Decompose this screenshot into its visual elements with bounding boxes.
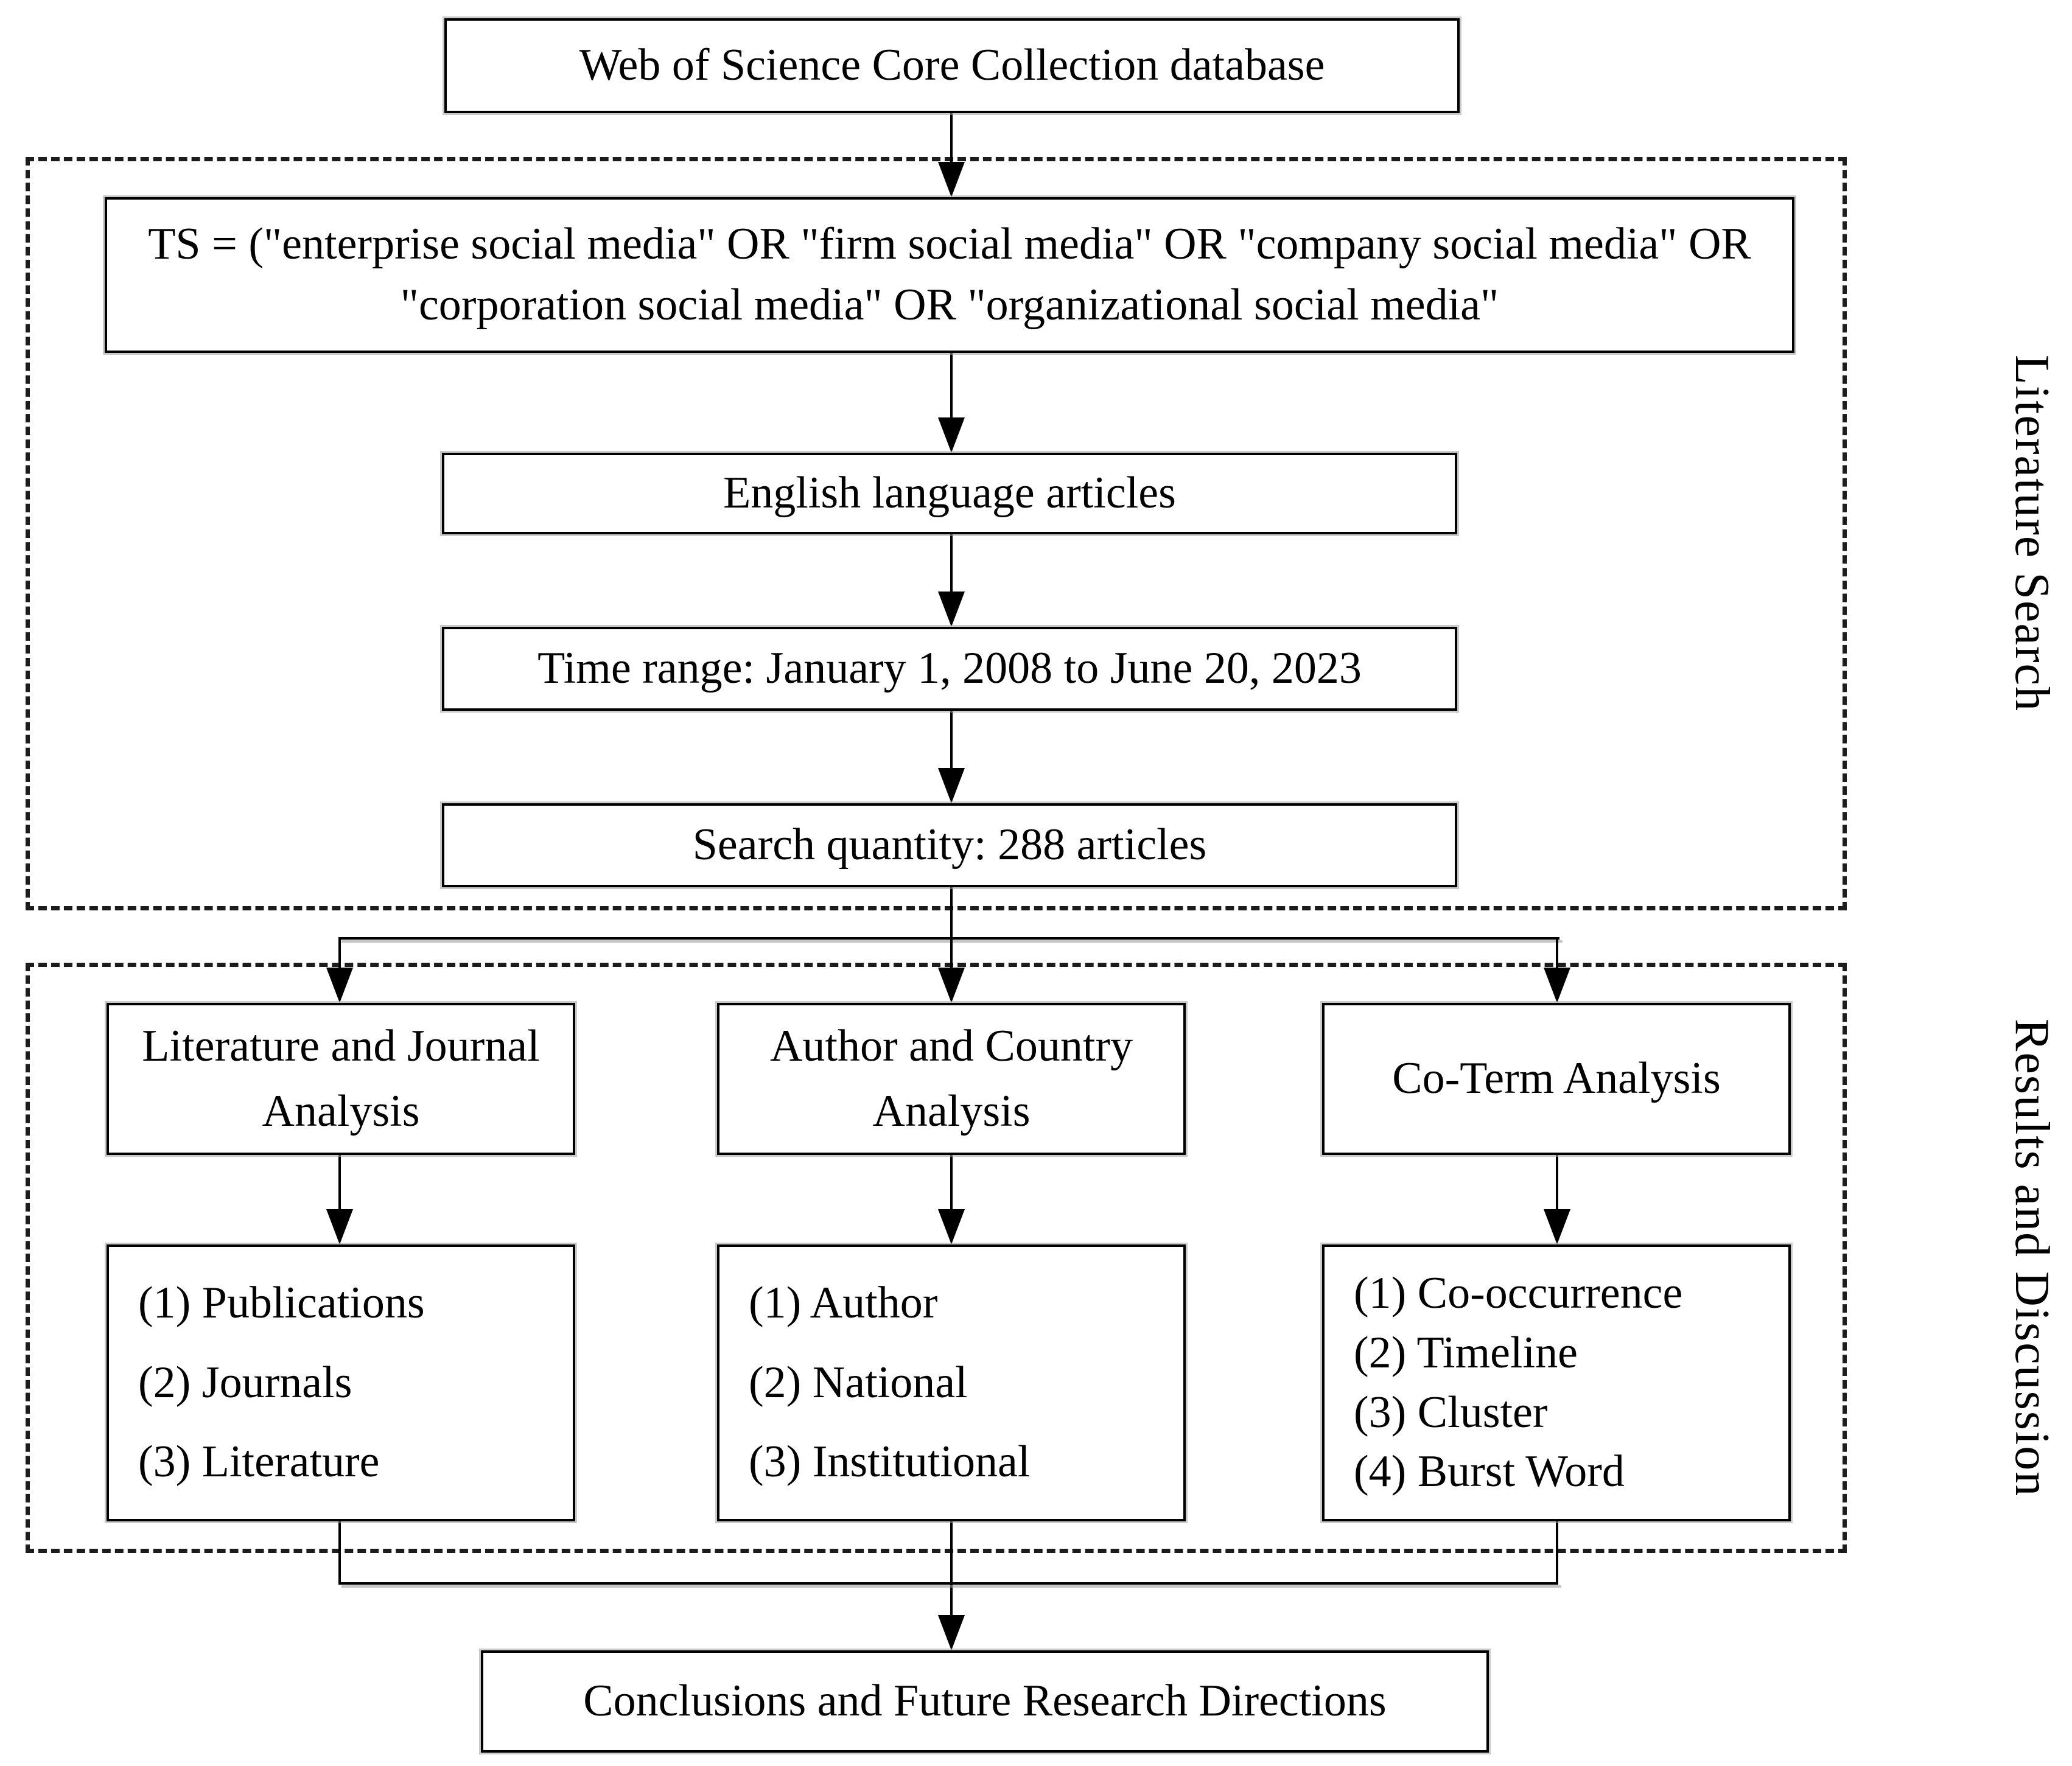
connector-line (950, 353, 953, 419)
database-box: Web of Science Core Collection database (444, 18, 1460, 113)
column-list-author-country: (1) Author (2) National (3) Institutiona… (717, 1244, 1186, 1521)
merge-line (338, 1582, 1558, 1585)
conclusion-box: Conclusions and Future Research Directio… (481, 1650, 1489, 1753)
connector-line (950, 937, 953, 969)
list-item: (2) National (749, 1357, 968, 1408)
search-query-label: TS = ("enterprise social media" OR "firm… (148, 219, 1751, 330)
conclusion-label: Conclusions and Future Research Directio… (583, 1676, 1387, 1726)
column-list-co-term: (1) Co-occurrence (2) Timeline (3) Clust… (1322, 1244, 1791, 1521)
list-item: (3) Institutional (749, 1437, 1031, 1487)
column-header-label: Co-Term Analysis (1392, 1053, 1721, 1104)
column-header-co-term-analysis: Co-Term Analysis (1322, 1003, 1791, 1155)
list-item: (2) Journals (138, 1357, 352, 1408)
connector-line (338, 937, 341, 969)
column-header-author-country-analysis: Author and Country Analysis (717, 1003, 1186, 1155)
connector-line (338, 1521, 341, 1585)
connector-line (950, 534, 953, 593)
time-range-box: Time range: January 1, 2008 to June 20, … (442, 627, 1457, 711)
database-label: Web of Science Core Collection database (579, 40, 1325, 91)
connector-line (950, 1155, 953, 1210)
arrowhead-down-icon (938, 768, 965, 803)
connector-line (1556, 1521, 1558, 1585)
column-header-label: Literature and Journal Analysis (142, 1021, 540, 1136)
connector-line (950, 1521, 953, 1616)
results-discussion-frame (26, 963, 1847, 1553)
time-range-label: Time range: January 1, 2008 to June 20, … (537, 643, 1362, 694)
arrowhead-down-icon (1544, 968, 1570, 1003)
list-item: (3) Cluster (1354, 1387, 1548, 1437)
connector-line (950, 711, 953, 769)
list-item: (1) Author (749, 1278, 938, 1328)
language-filter-label: English language articles (723, 468, 1176, 518)
connector-line (1556, 937, 1558, 969)
list-item: (1) Publications (138, 1278, 425, 1328)
list-item: (4) Burst Word (1354, 1447, 1625, 1497)
arrowhead-down-icon (938, 1615, 965, 1650)
arrowhead-down-icon (938, 592, 965, 627)
search-quantity-box: Search quantity: 288 articles (442, 803, 1457, 887)
search-query-box: TS = ("enterprise social media" OR "firm… (105, 197, 1794, 353)
section-label-results-discussion: Results and Discussion (2005, 1018, 2059, 1498)
list-item: (1) Co-occurrence (1354, 1268, 1683, 1319)
column-header-label: Author and Country Analysis (769, 1021, 1133, 1136)
list-item: (3) Literature (138, 1437, 380, 1487)
connector-line (338, 1155, 341, 1210)
arrowhead-down-icon (326, 1209, 353, 1244)
arrowhead-down-icon (938, 968, 965, 1003)
connector-line (1556, 1155, 1558, 1210)
arrowhead-down-icon (1544, 1209, 1570, 1244)
column-list-literature-journal: (1) Publications (2) Journals (3) Litera… (107, 1244, 575, 1521)
connector-line (950, 113, 953, 163)
connector-line (950, 887, 953, 938)
arrowhead-down-icon (326, 968, 353, 1003)
language-filter-box: English language articles (442, 453, 1457, 534)
section-label-literature-search: Literature Search (2005, 355, 2059, 713)
arrowhead-down-icon (938, 417, 965, 453)
literature-search-frame (26, 157, 1847, 910)
search-quantity-label: Search quantity: 288 articles (692, 820, 1207, 870)
branch-line (338, 937, 1559, 940)
arrowhead-down-icon (938, 162, 965, 197)
column-header-literature-journal-analysis: Literature and Journal Analysis (107, 1003, 575, 1155)
list-item: (2) Timeline (1354, 1327, 1578, 1378)
arrowhead-down-icon (938, 1209, 965, 1244)
